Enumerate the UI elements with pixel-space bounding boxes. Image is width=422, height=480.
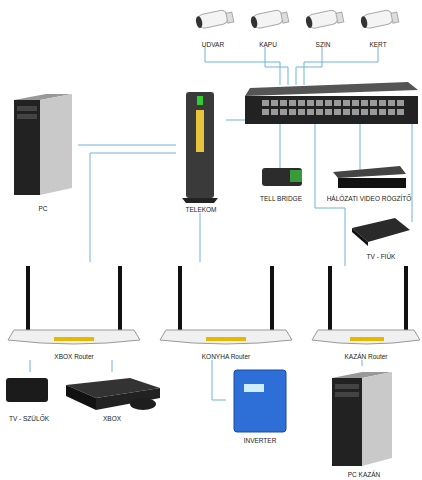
device-label: TELEKOM xyxy=(185,206,216,213)
device-label: PC xyxy=(38,205,47,212)
camera-lens xyxy=(250,16,258,29)
console-front xyxy=(66,385,96,410)
device-label: SZIN xyxy=(316,41,331,48)
device-label: TV - FIÚK xyxy=(367,253,396,260)
device-label: KAZÁN Router xyxy=(345,353,388,360)
router-antenna xyxy=(118,266,122,332)
device-node: KAZÁN Router xyxy=(310,262,422,360)
pc-drive xyxy=(335,392,359,397)
camera-mount xyxy=(336,12,344,23)
device-node: INVERTER xyxy=(226,366,294,444)
pc-side xyxy=(40,94,72,195)
tvbox-front xyxy=(352,228,368,246)
modem-body xyxy=(186,92,214,198)
camera-lens xyxy=(195,16,203,29)
device-label: XBOX Router xyxy=(54,353,93,360)
router-body xyxy=(312,330,420,344)
router-ports xyxy=(54,337,94,341)
switch-front xyxy=(245,96,418,124)
device-node: PC KAZÁN xyxy=(325,366,403,478)
device-node: KONYHA Router xyxy=(158,262,294,360)
router-body xyxy=(160,330,292,344)
device-node: KAPU xyxy=(245,4,291,48)
pc-drive xyxy=(17,106,37,111)
camera-mount xyxy=(226,12,234,23)
device-label: PC KAZÁN xyxy=(348,471,381,478)
device-node: KERT xyxy=(355,4,401,48)
device-label: KAPU xyxy=(259,41,277,48)
device-node: SZIN xyxy=(300,4,346,48)
network-cable xyxy=(90,153,176,262)
pc-side xyxy=(362,372,392,466)
bridge-terminal xyxy=(290,170,302,182)
router-antenna xyxy=(270,266,274,332)
pc-drive xyxy=(335,384,359,389)
router-body xyxy=(8,330,140,344)
device-node: PC xyxy=(8,90,78,212)
camera-mount xyxy=(281,12,289,23)
router-ports xyxy=(206,337,246,341)
nvr-top xyxy=(333,166,406,178)
pc-drive xyxy=(17,114,37,119)
router-antenna xyxy=(404,266,408,332)
controller xyxy=(130,398,156,410)
switch-cable xyxy=(360,124,361,172)
camera-mount xyxy=(391,12,399,23)
router-antenna xyxy=(26,266,30,332)
camera-lens xyxy=(360,16,368,29)
modem-light xyxy=(197,96,203,105)
device-node: UDVAR xyxy=(190,4,236,48)
device-node: TELL BRIDGE xyxy=(248,162,314,202)
camera-cable xyxy=(304,47,378,85)
network-cable xyxy=(112,360,113,372)
bridge-body xyxy=(262,168,302,186)
switch-cable xyxy=(226,120,245,121)
modem-stand xyxy=(182,198,218,203)
device-label: KONYHA Router xyxy=(202,353,250,360)
device-label: TELL BRIDGE xyxy=(260,195,302,202)
network-cable xyxy=(212,360,226,400)
camera-lens xyxy=(305,16,313,29)
switch-top xyxy=(245,82,418,96)
pc-front xyxy=(14,100,40,195)
device-node: TV - FIÚK xyxy=(345,212,417,260)
network-cable xyxy=(30,360,31,372)
device-label: TV - SZÜLŐK xyxy=(9,415,49,422)
inverter-body xyxy=(234,370,286,432)
console-side xyxy=(96,388,160,410)
switch-cable xyxy=(280,124,281,168)
device-node: HÁLÓZATI VIDEO RÖGZÍTŐ xyxy=(318,162,420,202)
router-antenna xyxy=(178,266,182,332)
device-label: INVERTER xyxy=(244,437,277,444)
device-label: KERT xyxy=(369,41,386,48)
tvbox-body xyxy=(6,378,48,402)
switch-ports xyxy=(262,100,406,118)
network-cable xyxy=(362,360,363,366)
nvr-front xyxy=(338,178,406,188)
inverter-display xyxy=(244,384,264,392)
switch-cable xyxy=(412,124,413,222)
device-node: XBOX xyxy=(62,372,162,422)
camera-cable xyxy=(265,47,288,85)
camera-cable xyxy=(296,47,322,85)
device-node: TV - SZÜLŐK xyxy=(0,372,58,422)
modem-ports xyxy=(196,110,204,152)
camera-cable xyxy=(205,47,280,85)
network-cable xyxy=(200,213,201,262)
device-label: UDVAR xyxy=(202,41,224,48)
pc-front xyxy=(332,378,362,466)
device-node: TELEKOM xyxy=(176,85,226,213)
network-cable xyxy=(78,145,176,146)
device-label: XBOX xyxy=(103,415,121,422)
device-label: HÁLÓZATI VIDEO RÖGZÍTŐ xyxy=(327,195,412,202)
router-antenna xyxy=(328,266,332,332)
device-node: XBOX Router xyxy=(6,262,142,360)
router-ports xyxy=(350,337,384,341)
